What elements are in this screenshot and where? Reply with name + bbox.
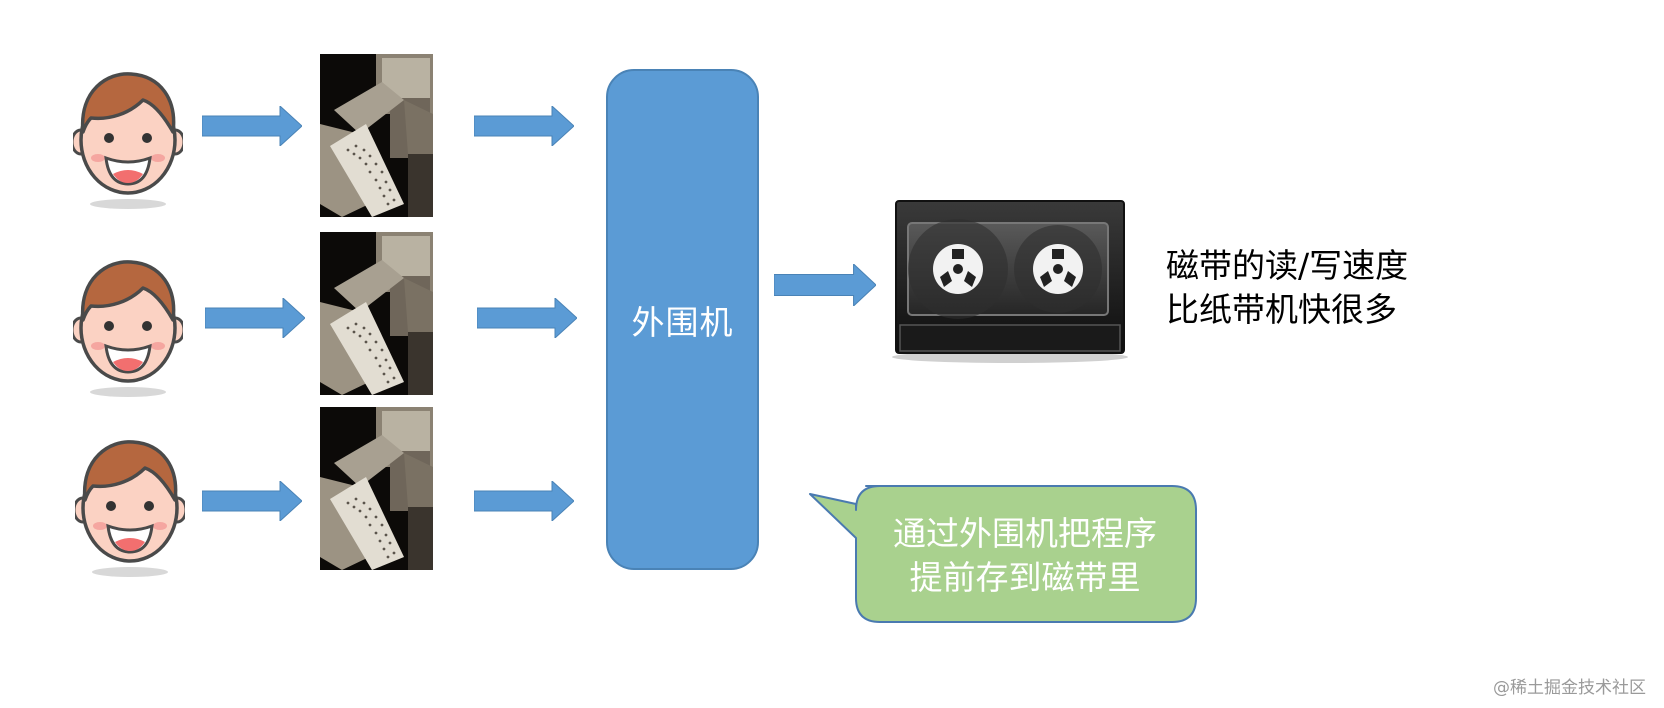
- tape-speed-note-line2: 比纸带机快很多: [1166, 290, 1397, 329]
- magnetic-tape-icon: [892, 200, 1128, 363]
- right-arrow-icon: [205, 298, 305, 338]
- callout-line1: 通过外围机把程序: [893, 514, 1157, 553]
- right-arrow-icon: [202, 106, 302, 146]
- callout-line2: 提前存到磁带里: [909, 558, 1141, 597]
- user-face-icon: [73, 258, 183, 403]
- callout-bubble: [809, 485, 1197, 623]
- peripheral-machine-label: 外围机: [631, 302, 734, 342]
- right-arrow-icon: [202, 481, 302, 521]
- paper-tape-machine-photo: [320, 232, 433, 395]
- user-face-icon: [73, 70, 183, 215]
- user-face-icon: [75, 438, 185, 583]
- right-arrow-icon: [477, 298, 577, 338]
- right-arrow-icon: [474, 481, 574, 521]
- callout-text: 通过外围机把程序 提前存到磁带里: [855, 512, 1195, 600]
- right-arrow-icon: [474, 106, 574, 146]
- tape-speed-note-line1: 磁带的读/写速度: [1166, 246, 1409, 285]
- tape-speed-note: 磁带的读/写速度 比纸带机快很多: [1166, 244, 1408, 332]
- paper-tape-machine-photo: [320, 54, 433, 217]
- watermark: @稀土掘金技术社区: [1493, 678, 1646, 698]
- peripheral-machine-box: 外围机: [606, 69, 759, 570]
- right-arrow-icon: [774, 264, 876, 306]
- paper-tape-machine-photo: [320, 407, 433, 570]
